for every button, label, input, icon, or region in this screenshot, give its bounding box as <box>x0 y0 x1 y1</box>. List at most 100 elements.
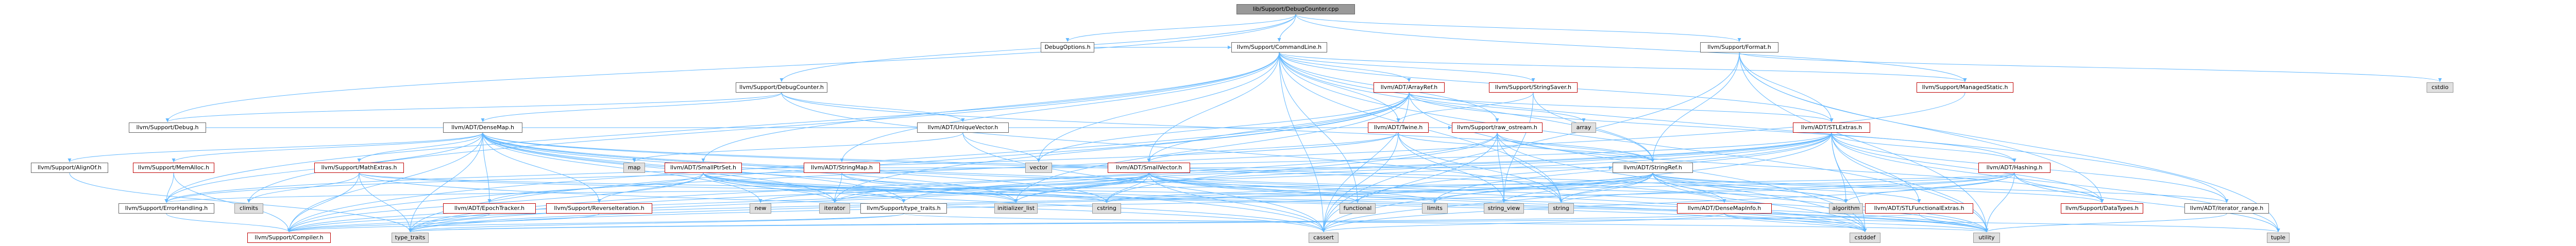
edge-densemap-to-reverseiteration <box>482 132 601 203</box>
node-stlextras[interactable]: llvm/ADT/STLExtras.h <box>1793 122 1870 133</box>
edge-smallvector-to-cassert <box>1148 172 1326 233</box>
node-string[interactable]: string <box>1548 203 1574 214</box>
edge-hashing-to-datatypes <box>2014 172 2104 203</box>
edge-stringref-to-datatypes <box>1652 172 2104 203</box>
node-iterator[interactable]: iterator <box>819 203 850 214</box>
edge-mathextras-to-cstring <box>359 172 1109 203</box>
edge-arrayref-to-initializer_list <box>1014 92 1410 203</box>
node-typetraits-llvm[interactable]: llvm/Support/type_traits.h <box>860 203 947 214</box>
edge-stringref-to-utility <box>1652 172 1989 233</box>
edge-stlextras-to-hashing <box>1831 132 2016 163</box>
edge-root-to-commandline <box>1277 14 1296 42</box>
edge-format-to-cstdio <box>1739 52 2442 82</box>
node-initializer-list[interactable]: initializer_list <box>994 203 1038 214</box>
edge-reverseiteration-to-compiler <box>287 213 600 233</box>
node-managedstatic[interactable]: llvm/Support/ManagedStatic.h <box>1917 82 2013 93</box>
edge-twine-to-cassert <box>1321 132 1399 233</box>
node-errorhandling[interactable]: llvm/Support/ErrorHandling.h <box>118 203 214 214</box>
node-string-view[interactable]: string_view <box>1484 203 1524 214</box>
edge-stlfunctionalextras-to-utility <box>1919 213 1989 233</box>
edge-typetraits_llvm-to-utility <box>903 213 1988 233</box>
node-cstring[interactable]: cstring <box>1092 203 1121 214</box>
node-smallptrset[interactable]: llvm/ADT/SmallPtrSet.h <box>665 163 742 173</box>
node-limits[interactable]: limits <box>1422 203 1448 214</box>
edge-stringref-to-type_traits <box>408 172 1653 233</box>
node-utility[interactable]: utility <box>1973 233 2000 243</box>
edge-densemap-to-new <box>482 132 762 203</box>
node-stlfunctionalextras[interactable]: llvm/ADT/STLFunctionalExtras.h <box>1865 203 1973 214</box>
edge-smallvector-to-compiler <box>287 172 1149 233</box>
node-climits[interactable]: climits <box>234 203 263 214</box>
node-uniquevector[interactable]: llvm/ADT/UniqueVector.h <box>917 122 1009 133</box>
edge-stringsaver-to-twine <box>1396 92 1534 122</box>
node-stringmap[interactable]: llvm/ADT/StringMap.h <box>804 163 880 173</box>
node-cstdio[interactable]: cstdio <box>2427 82 2453 93</box>
node-new[interactable]: new <box>750 203 771 214</box>
edge-stringref-to-string <box>1559 172 1653 203</box>
edge-hashing-to-errorhandling <box>165 172 2015 203</box>
edge-raw_ostream-to-cassert <box>1321 132 1498 233</box>
node-reverseiteration[interactable]: llvm/Support/ReverseIteration.h <box>546 203 652 214</box>
node-functional[interactable]: functional <box>1340 203 1376 214</box>
edge-smallvector-to-utility <box>1148 172 1989 233</box>
edge-alignof-to-type_traits <box>69 172 412 233</box>
node-datatypes[interactable]: llvm/Support/DataTypes.h <box>2061 203 2143 214</box>
node-iterator-range[interactable]: llvm/ADT/iterator_range.h <box>2184 203 2269 214</box>
edge-hashing-to-string <box>1559 172 2015 203</box>
edge-commandline-to-iterator_range <box>1279 52 2229 203</box>
node-compiler[interactable]: llvm/Support/Compiler.h <box>247 233 331 243</box>
edge-stringref-to-limits <box>1433 172 1653 203</box>
edges-layer <box>67 14 2442 233</box>
edge-arrayref-to-stlextras <box>1409 92 1834 122</box>
edge-typetraits_llvm-to-type_traits <box>408 213 904 233</box>
node-commandline[interactable]: llvm/Support/CommandLine.h <box>1231 42 1327 52</box>
node-alignof[interactable]: llvm/Support/AlignOf.h <box>31 163 108 173</box>
node-algorithm[interactable]: algorithm <box>1829 203 1863 214</box>
node-vector[interactable]: vector <box>1025 163 1052 173</box>
node-map[interactable]: map <box>623 163 645 173</box>
edge-arrayref-to-compiler <box>287 92 1410 233</box>
node-epochtracker[interactable]: llvm/ADT/EpochTracker.h <box>443 203 536 214</box>
node-densemapinfo[interactable]: llvm/ADT/DenseMapInfo.h <box>1677 203 1772 214</box>
node-smallvector[interactable]: llvm/ADT/SmallVector.h <box>1108 163 1190 173</box>
edge-format-to-stlextras <box>1739 52 1834 122</box>
node-format[interactable]: llvm/Support/Format.h <box>1700 42 1778 52</box>
edge-format-to-tuple <box>1739 52 2280 233</box>
edge-root-to-debug <box>165 14 1296 122</box>
edge-twine-to-errorhandling <box>164 132 1399 203</box>
edge-stringref-to-string_view <box>1502 172 1653 203</box>
edge-typetraits_llvm-to-compiler <box>287 213 904 233</box>
node-debug[interactable]: llvm/Support/Debug.h <box>129 122 206 133</box>
node-densemap[interactable]: llvm/ADT/DenseMap.h <box>443 122 522 133</box>
edge-smallptrset-to-epochtracker <box>487 172 704 203</box>
node-mathextras[interactable]: llvm/Support/MathExtras.h <box>314 163 404 173</box>
edge-commandline-to-smallvector <box>1147 52 1280 163</box>
edge-format-to-stringref <box>1651 52 1740 163</box>
edge-debugcounter-to-debug <box>165 92 782 122</box>
node-debugoptions[interactable]: DebugOptions.h <box>1041 42 1094 52</box>
edge-densemap-to-memalloc <box>172 132 483 163</box>
node-tuple[interactable]: tuple <box>2267 233 2290 243</box>
node-debugcounter[interactable]: llvm/Support/DebugCounter.h <box>736 82 827 93</box>
edge-format-to-utility <box>1739 52 1989 233</box>
edge-mathextras-to-cassert <box>359 172 1326 233</box>
node-array[interactable]: array <box>1571 122 1596 133</box>
edge-hashing-to-utility <box>1985 172 2015 233</box>
node-cassert[interactable]: cassert <box>1309 233 1338 243</box>
node-arrayref[interactable]: llvm/ADT/ArrayRef.h <box>1374 82 1445 93</box>
node-stringref[interactable]: llvm/ADT/StringRef.h <box>1613 163 1693 173</box>
node-type-traits[interactable]: type_traits <box>392 233 429 243</box>
edge-uniquevector-to-vector <box>962 132 1041 163</box>
node-cstddef[interactable]: cstddef <box>1850 233 1880 243</box>
node-stringsaver[interactable]: llvm/Support/StringSaver.h <box>1489 82 1578 93</box>
node-raw-ostream[interactable]: llvm/Support/raw_ostream.h <box>1452 122 1543 133</box>
edge-smallvector-to-new <box>758 172 1149 203</box>
node-hashing[interactable]: llvm/ADT/Hashing.h <box>1978 163 2050 173</box>
edge-memalloc-to-compiler <box>173 172 291 233</box>
edge-stringmap-to-initializer_list <box>841 172 1018 203</box>
node-twine[interactable]: llvm/ADT/Twine.h <box>1368 122 1429 133</box>
edge-densemapinfo-to-utility <box>1724 213 1989 233</box>
edge-densemapinfo-to-cstddef <box>1724 213 1867 233</box>
node-memalloc[interactable]: llvm/Support/MemAlloc.h <box>133 163 214 173</box>
